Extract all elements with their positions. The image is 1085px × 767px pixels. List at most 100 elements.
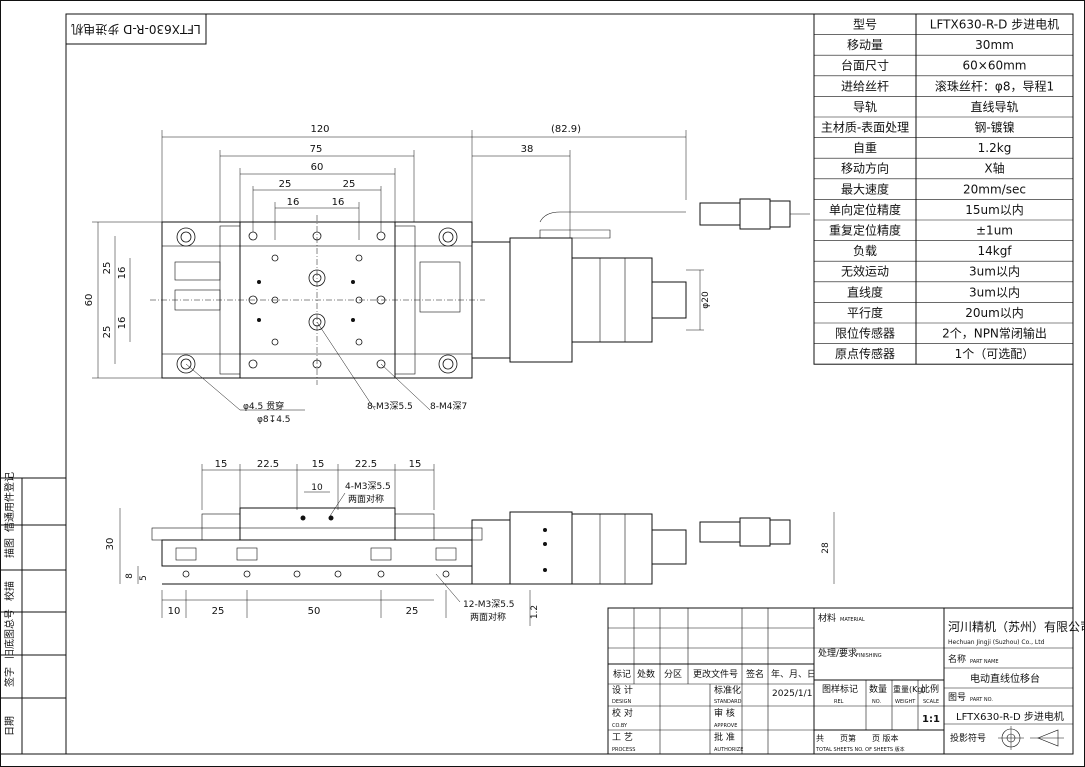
dim-b10: 10 — [168, 606, 181, 617]
inner-frame — [65, 13, 1074, 755]
stamp-text: LFTX630-R-D 步进电机 — [71, 22, 200, 36]
tb-check-en: CO.BY — [612, 723, 628, 729]
dim-38: 38 — [521, 144, 534, 155]
spec-label: 型号 — [853, 18, 877, 32]
spec-label: 主材质-表面处理 — [821, 121, 909, 135]
dim-25b: 25 — [343, 179, 356, 190]
dim-v16a: 16 — [117, 267, 128, 280]
tb-projection: 投影符号 — [950, 732, 986, 744]
spec-value: 30mm — [975, 38, 1014, 52]
tb-company: 河川精机（苏州）有限公司 — [948, 620, 1085, 634]
spec-label: 导轨 — [853, 100, 877, 114]
title-block: 标记 处数 分区 更改文件号 签名 年、月、日 设 计 DESIGN 标准化 S… — [607, 607, 1085, 755]
dim-v25a: 25 — [102, 262, 113, 275]
spec-value: ±1um — [976, 224, 1013, 238]
strip-label-4: 签字 — [3, 667, 16, 687]
tb-approve: 批 准 — [714, 731, 735, 743]
spec-label: 台面尺寸 — [841, 58, 889, 73]
tb-std: 标准化 — [714, 684, 741, 696]
dim-16a: 16 — [287, 197, 300, 208]
dim-v25b: 25 — [102, 326, 113, 339]
spec-label: 自重 — [853, 141, 877, 155]
callout-top-sym: 两面对称 — [348, 493, 384, 505]
dim-t10: 10 — [311, 483, 323, 493]
motor-shaft-end — [651, 281, 687, 319]
stamp-box — [65, 13, 207, 45]
spec-value: 1.2kg — [978, 141, 1012, 155]
tb-weight: 重量(Kg) — [893, 684, 926, 694]
spec-value: 直线导轨 — [970, 100, 1018, 114]
tb-hdr-4: 签名 — [746, 668, 764, 680]
callout-m3: 8-M3深5.5 — [367, 401, 413, 412]
strip-label-1: 描图 — [3, 538, 16, 558]
spec-label: 移动量 — [847, 38, 883, 52]
tb-scale-en: SCALE — [923, 699, 939, 705]
spec-label: 移动方向 — [841, 161, 889, 176]
spec-value: 滚珠丝杆：φ8，导程1 — [935, 78, 1054, 93]
tb-hdr-2: 分区 — [664, 669, 682, 680]
tb-qty: 数量 — [869, 683, 887, 695]
dim-120: 120 — [310, 124, 329, 135]
spec-value: 3um以内 — [969, 285, 1020, 299]
tb-design-en: DESIGN — [612, 699, 632, 705]
side-motor-flange — [509, 511, 573, 585]
tb-std-en: STANDARD — [714, 699, 742, 705]
callout-hole-cbore: φ8↧4.5 — [257, 415, 291, 425]
spec-label: 平行度 — [847, 305, 883, 320]
dim-t15a: 15 — [215, 459, 228, 470]
dim-b25b: 25 — [406, 606, 419, 617]
tb-name: 电动直线位移台 — [970, 672, 1040, 685]
spec-label: 重复定位精度 — [829, 223, 901, 238]
tb-date: 2025/1/1 — [772, 689, 812, 699]
tb-hdr-3: 更改文件号 — [693, 668, 738, 680]
spec-label: 最大速度 — [841, 181, 889, 196]
tb-stage-en: REL — [834, 699, 844, 705]
tb-material: 材料 — [818, 612, 836, 624]
tb-name-en: PART NAME — [970, 659, 999, 665]
spec-value: LFTX630-R-D 步进电机 — [930, 18, 1059, 32]
dim-v16b: 16 — [117, 317, 128, 330]
dim-phi20: φ20 — [701, 291, 711, 309]
side-base — [161, 539, 473, 567]
tb-check: 校 对 — [612, 707, 633, 719]
spec-label: 单向定位精度 — [829, 202, 901, 217]
strip-label-5: 日期 — [4, 716, 16, 736]
tb-scale-label: 比例 — [921, 683, 939, 695]
tb-process: 工 艺 — [612, 732, 633, 743]
spec-value: X轴 — [984, 161, 1004, 176]
spec-value: 钢-镀镍 — [974, 121, 1014, 135]
dim-v30: 30 — [105, 538, 116, 551]
tb-no-label: 图号 — [948, 692, 966, 703]
dim-t15c: 15 — [409, 459, 422, 470]
tb-finishing: 处理/要求 — [818, 647, 857, 659]
tb-sheets-en: TOTAL SHEETS NO. OF SHEETS 版本 — [815, 746, 905, 753]
tb-hdr-5: 年、月、日 — [771, 668, 816, 680]
tb-sheets: 共 页第 页 版本 — [816, 733, 899, 743]
callout-bot-m3: 12-M3深5.5 — [463, 599, 515, 610]
tb-qty-en: NO. — [872, 699, 881, 705]
tb-hdr-1: 处数 — [637, 668, 655, 680]
dim-b25a: 25 — [212, 606, 225, 617]
tb-review: 审 核 — [714, 707, 735, 719]
spec-label: 无效运动 — [841, 264, 889, 279]
tb-name-label: 名称 — [948, 653, 966, 665]
spec-value: 15um以内 — [965, 203, 1024, 217]
side-stepper-motor — [571, 513, 653, 585]
side-connector — [769, 519, 791, 545]
projection-symbol-icon — [998, 726, 1064, 750]
strip-label-2: 校描 — [3, 581, 16, 601]
spec-value: 60×60mm — [963, 59, 1027, 73]
tb-material-en: MATERIAL — [840, 617, 865, 623]
stepper-motor — [571, 257, 653, 343]
dim-25a: 25 — [279, 179, 292, 190]
tb-no-en: PART NO. — [970, 697, 993, 703]
top-view: 120 (82.9) 75 38 60 25 25 16 16 60 25 25… — [84, 124, 810, 425]
tb-scale: 1:1 — [922, 714, 940, 725]
callout-top-m3: 4-M3深5.5 — [345, 481, 391, 492]
dim-v5: 5 — [139, 575, 149, 581]
side-carriage — [239, 507, 396, 541]
tb-company-en: Hechuan Jingji (Suzhou) Co., Ltd — [948, 639, 1045, 646]
